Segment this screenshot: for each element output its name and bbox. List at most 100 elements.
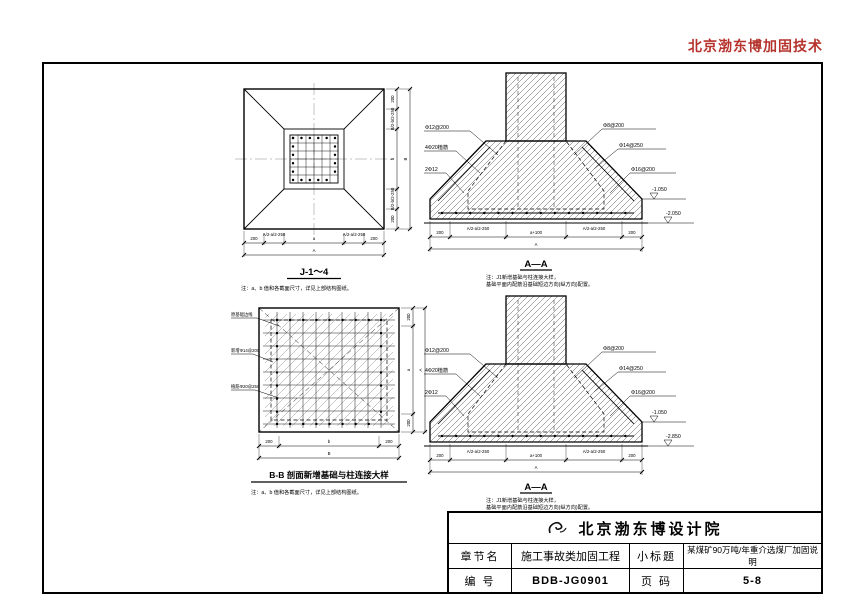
footing-section [424,140,648,224]
svg-text:B/2-b/2-250: B/2-b/2-250 [390,187,395,210]
section-aa-bottom-drawing: Φ12@200 4Φ20植筋 2Φ12 Φ8@200 Φ14@250 Φ16@2… [394,292,704,512]
svg-text:4Φ20植筋: 4Φ20植筋 [425,366,448,374]
svg-text:200: 200 [250,236,258,241]
svg-text:200: 200 [436,453,444,458]
plan-title: J-1～4 [287,267,341,280]
dim-bottom: 200 A/2-a/2-250 a+100 A/2-a/2-250 200 A [427,444,645,475]
svg-text:B/2-b/2-250: B/2-b/2-250 [390,107,395,130]
svg-text:Φ14@250: Φ14@250 [619,143,643,149]
footing-section [424,363,648,447]
svg-text:A/2-a/2-250: A/2-a/2-250 [263,232,286,237]
dim-bottom: 200 A/2-a/2-250 a+100 A/2-a/2-250 200 A [427,221,645,252]
drawing-sheet-frame: 200 B/2-b/2-250 b B/2-b/2-250 200 B 200 [42,62,823,594]
elevation-markers: -1.050 -2.050 [642,187,694,224]
page-label: 页 码 [629,568,683,592]
left-callouts: Φ12@200 4Φ20植筋 2Φ12 [424,348,499,417]
svg-text:Φ16@200: Φ16@200 [631,390,655,396]
company-watermark: 北京渤东博加固技术 [688,40,823,55]
svg-text:200: 200 [390,215,395,223]
company-name: 北京渤东博设计院 [578,520,723,538]
section-title: A—A [520,259,552,271]
svg-text:Φ12@200: Φ12@200 [425,125,449,131]
svg-text:4Φ20植筋: 4Φ20植筋 [425,143,448,151]
svg-text:200: 200 [370,236,378,241]
svg-text:A: A [535,242,538,247]
svg-text:200: 200 [385,439,393,444]
svg-text:-2.050: -2.050 [666,211,681,217]
company-logo-icon [547,519,569,537]
elevation-markers: -1.050 -2.850 [642,410,694,447]
svg-text:A/2-a/2-250: A/2-a/2-250 [583,449,606,454]
dim-bottom-bb: 200 b 200 B [256,434,402,461]
column-rebar-cage [289,134,339,184]
svg-text:200: 200 [628,230,636,235]
svg-text:新增Φ14@200: 新增Φ14@200 [231,347,260,354]
svg-text:Φ16@200: Φ16@200 [631,167,655,173]
svg-text:A/2-a/2-250: A/2-a/2-250 [467,449,490,454]
column-section [505,295,567,430]
right-callouts: Φ8@200 Φ14@250 Φ16@200 [573,123,676,194]
company-row: 北京渤东博设计院 [449,513,821,544]
number-label: 编 号 [449,568,511,592]
rebar-mesh [263,312,395,428]
left-callouts: Φ12@200 4Φ20植筋 2Φ12 [424,125,499,194]
plan-bb-drawing: 原基础边线 新增Φ14@200 植筋Φ20@250 200 b 200 B [229,300,464,505]
section-notes: 注：J1新增基础与柱连接大样， 基础平面内配筋沿基础短边方向(纵方向)配置。 [486,273,593,288]
svg-text:Φ8@200: Φ8@200 [603,346,624,352]
number-value: BDB-JG0901 [511,568,629,592]
footing-plan-outline [243,88,385,230]
plan-bb-title: B-B 剖面新增基础与柱连接大样 [251,470,407,483]
svg-text:A: A [418,368,423,371]
plan-note: 注：a、b 值和各截面尺寸，详见上部结构图纸。 [241,284,352,292]
svg-text:Φ8@200: Φ8@200 [603,123,624,129]
svg-text:200: 200 [628,453,636,458]
svg-text:-2.850: -2.850 [666,434,681,440]
svg-text:a: a [406,368,411,371]
svg-text:注：J1新增基础与柱连接大样，: 注：J1新增基础与柱连接大样， [486,496,559,504]
section-notes: 注：J1新增基础与柱连接大样， 基础平面内配筋沿基础短边方向(纵方向)配置。 [486,496,593,511]
svg-text:植筋Φ20@250: 植筋Φ20@250 [231,383,260,390]
svg-text:a: a [313,236,316,241]
svg-text:注：J1新增基础与柱连接大样，: 注：J1新增基础与柱连接大样， [486,273,559,281]
svg-text:基础平面内配筋沿基础短边方向(纵方向)配置。: 基础平面内配筋沿基础短边方向(纵方向)配置。 [486,280,593,288]
svg-text:200: 200 [390,95,395,103]
svg-text:A/2-a/2-250: A/2-a/2-250 [467,226,490,231]
dim-right-bb: 200 a 200 A [401,305,428,435]
svg-text:200: 200 [436,230,444,235]
svg-text:A/2-a/2-250: A/2-a/2-250 [583,226,606,231]
plan-j1-4-drawing: 200 B/2-b/2-250 b B/2-b/2-250 200 B 200 [229,79,434,299]
svg-text:B: B [328,451,331,456]
column-section [505,72,567,207]
svg-text:A: A [535,465,538,470]
svg-text:-1.050: -1.050 [652,187,667,193]
svg-text:Φ14@250: Φ14@250 [619,366,643,372]
svg-text:Φ12@200: Φ12@200 [425,348,449,354]
title-block-grid: 章节名 施工事故类加固工程 小标题 某煤矿90万吨/年重介选煤厂加固说明 编 号… [449,544,821,592]
svg-text:2Φ12: 2Φ12 [425,167,438,173]
title-block: 北京渤东博设计院 章节名 施工事故类加固工程 小标题 某煤矿90万吨/年重介选煤… [447,511,823,594]
subtitle-label: 小标题 [629,544,683,568]
svg-text:200: 200 [406,419,411,427]
svg-text:B: B [403,157,408,160]
svg-text:A/2-a/2-250: A/2-a/2-250 [343,232,366,237]
chapter-value: 施工事故类加固工程 [511,544,629,568]
svg-text:原基础边线: 原基础边线 [231,311,253,318]
svg-text:-1.050: -1.050 [652,410,667,416]
svg-text:200: 200 [265,439,273,444]
section-title: A—A [520,482,552,494]
svg-text:基础平面内配筋沿基础短边方向(纵方向)配置。: 基础平面内配筋沿基础短边方向(纵方向)配置。 [486,503,593,511]
svg-text:b: b [390,157,395,160]
svg-text:J-1～4: J-1～4 [300,267,329,278]
svg-text:200: 200 [406,313,411,321]
svg-text:2Φ12: 2Φ12 [425,390,438,396]
section-aa-top-drawing: Φ12@200 4Φ20植筋 2Φ12 Φ8@200 Φ14@250 Φ16@2… [394,69,704,289]
svg-text:A—A: A—A [524,482,547,493]
svg-text:a+100: a+100 [530,453,543,458]
left-callouts-bb: 原基础边线 新增Φ14@200 植筋Φ20@250 [231,311,280,399]
chapter-label: 章节名 [460,551,500,563]
svg-text:A: A [313,248,316,253]
page-value: 5-8 [683,568,821,592]
dim-bottom: 200 A/2-a/2-250 a A/2-a/2-250 200 A [241,231,387,258]
subtitle-value: 某煤矿90万吨/年重介选煤厂加固说明 [683,544,821,568]
